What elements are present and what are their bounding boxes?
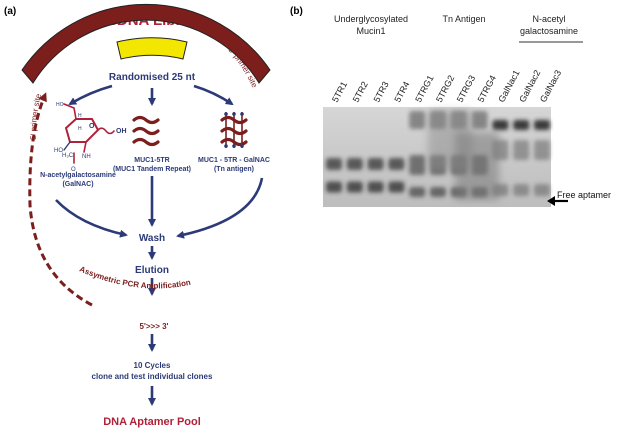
gel-band	[367, 158, 384, 170]
svg-text:H: H	[78, 126, 82, 132]
gel-band	[409, 155, 426, 175]
group-galnac-line1: N-acetyl	[532, 14, 565, 24]
gel-lane	[388, 158, 405, 193]
dashed-return-arrow	[28, 92, 93, 307]
muc1-tandem-repeat-icon	[132, 115, 160, 147]
svg-text:HO: HO	[56, 102, 64, 108]
galnac-name: N-acetylgalactosamine	[40, 172, 116, 179]
group-underglycosylated-line1: Underglycosylated	[334, 14, 408, 24]
gel-band	[388, 158, 405, 170]
muc1-galnac-desc: (Tn antigen)	[214, 166, 254, 173]
wash-arrows	[55, 176, 264, 239]
gel-band	[471, 111, 488, 129]
galnac-structure-icon: O OH HO H H HO NH H₃C O	[54, 102, 127, 173]
svg-text:OH: OH	[116, 128, 127, 135]
tn-antigen-icon	[220, 112, 248, 148]
gel-band	[534, 184, 550, 196]
random-region	[116, 37, 188, 60]
panel-a-label: (a)	[4, 6, 16, 17]
arrow-to-galnac	[68, 84, 113, 106]
svg-text:O: O	[71, 167, 76, 173]
muc1-5tr-desc: (MUC1 Tandem Repeat)	[113, 166, 191, 173]
wash-label: Wash	[139, 233, 165, 244]
ssdna-band	[21, 3, 271, 84]
lane-label: 5TR3	[372, 80, 391, 104]
gel-band	[367, 181, 384, 193]
muc1-5tr-name: MUC1-5TR	[134, 157, 169, 164]
arrow-galnac-to-wash	[55, 199, 128, 238]
galnac-abbr: (GalNAC)	[62, 181, 93, 188]
gel-band	[513, 140, 530, 160]
direction-label: 5'>>> 3'	[140, 322, 169, 331]
gel-lane	[346, 158, 363, 193]
elution-label: Elution	[135, 265, 169, 276]
svg-text:NH: NH	[82, 154, 91, 160]
group-galnac-line2: galactosamine	[520, 26, 578, 36]
gel-lane	[513, 120, 530, 196]
group-tn-antigen: Tn Antigen	[442, 14, 485, 24]
gel-band	[534, 120, 550, 130]
arrow-to-tn	[193, 84, 234, 106]
lane-label: 5TRG2	[434, 74, 456, 104]
arrow-tn-to-wash	[176, 177, 264, 239]
gel-band	[346, 158, 363, 170]
gel-band	[346, 181, 363, 193]
svg-text:O: O	[89, 123, 95, 130]
gel-lane	[534, 120, 550, 196]
gel-band	[409, 111, 426, 129]
randomised-label: Randomised 25 nt	[109, 72, 196, 83]
gel-band	[534, 140, 550, 160]
cycles-line-2: clone and test individual clones	[92, 372, 213, 381]
group-underglycosylated-line2: Mucin1	[356, 26, 385, 36]
gel-band	[430, 187, 446, 197]
gel-band	[326, 158, 342, 170]
left-primer-label: 5' primer site	[29, 92, 43, 140]
svg-text:HO: HO	[54, 148, 63, 154]
gel-lane	[326, 158, 342, 193]
gel-band	[388, 181, 405, 193]
gel-image	[323, 107, 551, 207]
gel-band	[513, 184, 530, 196]
gel-band	[513, 120, 530, 130]
branch-arrows	[68, 84, 234, 106]
gel-lane	[367, 158, 384, 193]
lane-label: 5TRG4	[476, 74, 498, 104]
gel-band	[492, 120, 509, 130]
svg-text:H: H	[78, 113, 82, 119]
gel-band	[409, 187, 426, 197]
lane-label: 5TR1	[330, 80, 349, 104]
muc1-galnac-name: MUC1 - 5TR - GalNAC	[198, 157, 270, 164]
free-aptamer-label: Free aptamer	[557, 190, 611, 200]
panel-b-label: (b)	[290, 6, 303, 17]
gel-lane	[409, 111, 426, 197]
lane-label: 5TRG3	[455, 74, 477, 104]
lane-label: 5TRG1	[413, 74, 435, 104]
pool-label: DNA Aptamer Pool	[103, 416, 201, 428]
gel-band	[326, 181, 342, 193]
svg-text:H₃C: H₃C	[62, 153, 74, 159]
lane-label: 5TR4	[392, 80, 411, 104]
free-aptamer-arrowhead	[547, 196, 555, 206]
lane-label: 5TR2	[351, 80, 370, 104]
cycles-line-1: 10 Cycles	[134, 361, 171, 370]
